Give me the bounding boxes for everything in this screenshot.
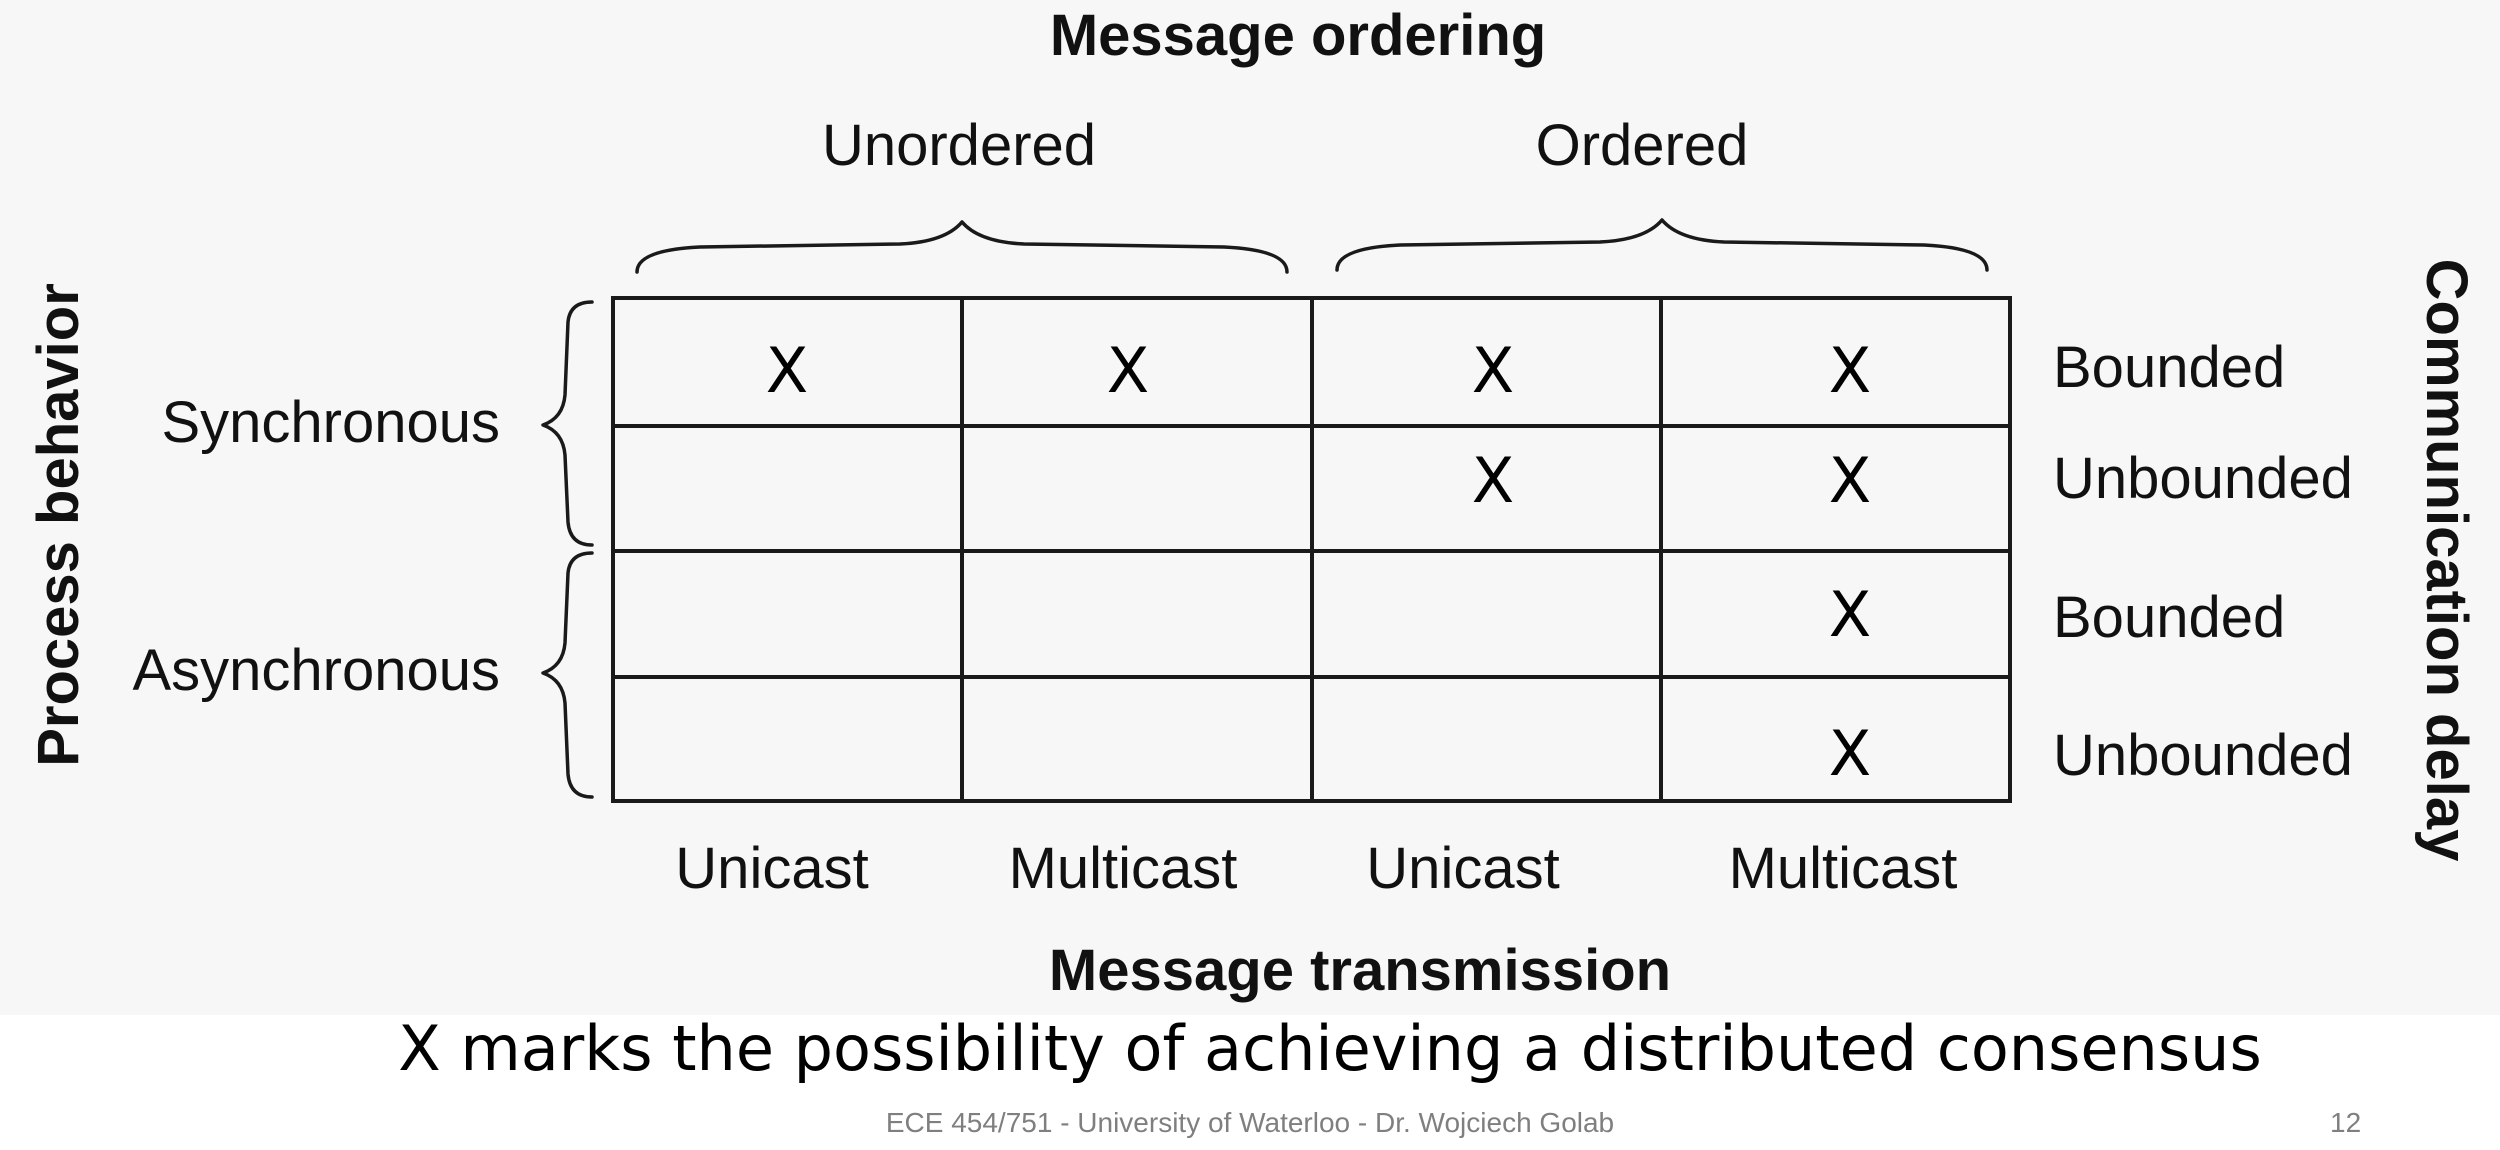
unordered-brace	[635, 220, 1289, 274]
asynchronous-brace	[541, 551, 594, 799]
consensus-mark: X	[1829, 578, 1871, 651]
footer-text: ECE 454/751 - University of Waterloo - D…	[885, 1107, 1615, 1138]
asynchronous-label: Asynchronous	[132, 638, 500, 703]
process-behavior-title: Process behavior	[26, 283, 91, 767]
consensus-mark: X	[1472, 444, 1514, 517]
consensus-mark: X	[1829, 444, 1871, 517]
column-label-multicast: Multicast	[1729, 836, 1958, 901]
ordered-brace	[1335, 218, 1989, 272]
communication-delay-title: Communication delay	[2414, 259, 2479, 862]
consensus-matrix-diagram: Message ordering Message transmission Pr…	[26, 3, 2479, 1003]
consensus-mark: X	[1829, 334, 1871, 407]
delay-label-bounded: Bounded	[2053, 335, 2285, 400]
message-transmission-title: Message transmission	[1049, 938, 1671, 1003]
delay-label-bounded: Bounded	[2053, 585, 2285, 650]
message-ordering-title: Message ordering	[1050, 3, 1546, 68]
page-number: 12	[2330, 1107, 2362, 1138]
column-label-unicast: Unicast	[1366, 836, 1559, 901]
consensus-mark: X	[1107, 334, 1149, 407]
figure-background	[0, 0, 2500, 1015]
consensus-mark: X	[766, 334, 808, 407]
consensus-mark: X	[1472, 334, 1514, 407]
caption: X marks the possibility of achieving a d…	[398, 1012, 2262, 1085]
synchronous-label: Synchronous	[161, 390, 500, 455]
delay-label-unbounded: Unbounded	[2053, 723, 2353, 788]
column-label-multicast: Multicast	[1009, 836, 1238, 901]
column-label-unicast: Unicast	[675, 836, 868, 901]
synchronous-brace	[541, 300, 594, 547]
consensus-mark: X	[1829, 717, 1871, 790]
unordered-label: Unordered	[822, 113, 1096, 178]
ordered-label: Ordered	[1536, 113, 1749, 178]
delay-label-unbounded: Unbounded	[2053, 446, 2353, 511]
